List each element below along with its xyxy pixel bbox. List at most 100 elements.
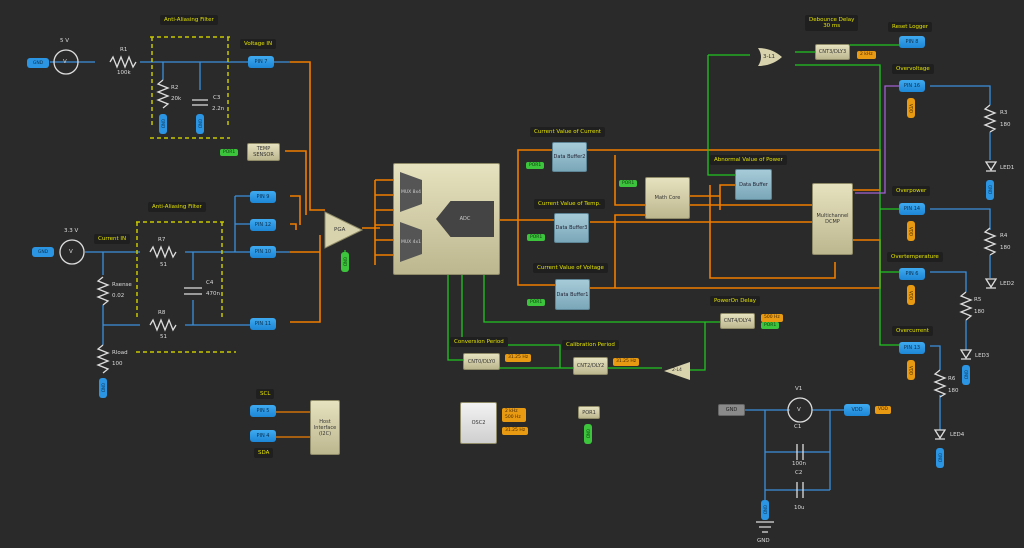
rload-value: 100 [112, 361, 123, 367]
osc-freq-a: 2 kHz 500 Hz [502, 408, 526, 422]
r1-value: 100k [117, 70, 131, 76]
r4-value: 180 [1000, 245, 1011, 251]
pin-10[interactable]: PIN 10 [250, 246, 276, 258]
cnt0-block[interactable]: CNT0/DLY0 [463, 353, 500, 370]
gnd-pin-3v3[interactable]: GND [32, 247, 54, 257]
label-voltage-in: Voltage IN [240, 39, 277, 49]
cnt4-block[interactable]: CNT4/DLY4 [720, 313, 755, 329]
led4-name: LED4 [950, 432, 965, 438]
pin-8[interactable]: PIN 8 [899, 36, 925, 48]
gnd-led3[interactable]: GND [962, 365, 970, 385]
label-cur-current: Current Value of Current [530, 127, 605, 137]
pin-11[interactable]: PIN 11 [250, 318, 276, 330]
r7-name: R7 [158, 237, 166, 243]
label-cur-temp: Current Value of Temp. [534, 199, 605, 209]
analog-wires [50, 61, 991, 505]
led2-name: LED2 [1000, 281, 1015, 287]
pin-vdd[interactable]: VDD [844, 404, 870, 416]
r6-value: 180 [948, 388, 959, 394]
label-overcurrent: Overcurrent [892, 326, 933, 336]
osc2-block[interactable]: OSC2 [460, 402, 497, 444]
multichannel-dcmp-block[interactable]: Multichannel DCMP [812, 183, 853, 255]
gnd-led1[interactable]: GND [986, 180, 994, 200]
label-overvoltage: Overvoltage [892, 64, 934, 74]
cnt0-freq: 31.25 Hz [505, 354, 532, 362]
label-poweron: PowerOn Delay [710, 296, 760, 306]
por-tag-buf2: POR1 [526, 162, 545, 169]
source-v1-circle [787, 397, 813, 423]
data-buffer3[interactable]: Data Buffer3 [554, 213, 589, 243]
c1-value: 100n [792, 461, 806, 467]
data-buffer1[interactable]: Data Buffer1 [555, 279, 590, 310]
vdd-overvoltage[interactable]: VDD [907, 98, 915, 118]
label-overtemp: Overtemperature [887, 252, 943, 262]
pin-6[interactable]: PIN 6 [899, 268, 925, 280]
r2-value: 20k [171, 96, 182, 102]
capacitor-c3-icon [192, 99, 208, 106]
gnd-r2[interactable]: GND [159, 114, 167, 134]
r3-name: R3 [1000, 110, 1008, 116]
pin-13[interactable]: PIN 13 [899, 342, 925, 354]
r8-name: R8 [158, 310, 166, 316]
por-block[interactable]: POR1 [578, 406, 600, 419]
gnd-supply[interactable]: GND [761, 500, 769, 520]
capacitor-c4-icon [184, 287, 202, 295]
pin-7[interactable]: PIN 7 [248, 56, 274, 68]
resistor-r7-icon [149, 245, 177, 259]
label-sda: SDA [254, 448, 274, 458]
pin-9[interactable]: PIN 9 [250, 191, 276, 203]
c3-value: 2.2n [212, 106, 225, 112]
lut1-gate [758, 48, 782, 66]
gnd-led4[interactable]: GND [936, 448, 944, 468]
resistor-r1-icon [109, 55, 137, 69]
cnt3-block[interactable]: CNT3/DLY3 [815, 44, 850, 60]
gnd-pga[interactable]: GND [341, 252, 349, 272]
gnd-block[interactable]: GND [718, 404, 745, 416]
gnd-rload[interactable]: GND [99, 378, 107, 398]
source-5v-label: 5 V [60, 38, 70, 44]
rsense-value: 0.02 [112, 293, 125, 299]
pin-4[interactable]: PIN 4 [250, 430, 276, 442]
gnd-por[interactable]: GND [584, 424, 592, 444]
lut4-label: 2-L4 [672, 368, 682, 373]
cnt2-freq: 31.25 Hz [613, 358, 640, 366]
c4-value: 470n [206, 291, 220, 297]
vdd-tag: VDD [875, 406, 892, 414]
pga-triangle [324, 211, 364, 249]
components [53, 49, 998, 533]
r2-name: R2 [171, 85, 179, 91]
dashed-boxes [136, 36, 236, 353]
c4-name: C4 [206, 280, 214, 286]
vdd-overtemp[interactable]: VDD [907, 285, 915, 305]
resistor-r5-icon [959, 291, 973, 321]
temp-sensor-block[interactable]: TEMP SENSOR [247, 143, 280, 161]
vdd-overpower[interactable]: VDD [907, 221, 915, 241]
gnd-c3[interactable]: GND [196, 114, 204, 134]
pin-12[interactable]: PIN 12 [250, 219, 276, 231]
source-v1-label: V1 [795, 386, 803, 392]
pin-5[interactable]: PIN 5 [250, 405, 276, 417]
vdd-overcurrent[interactable]: VDD [907, 360, 915, 380]
rload-name: Rload [112, 350, 128, 356]
cnt2-block[interactable]: CNT2/DLY2 [573, 357, 608, 375]
gnd-pin-5v[interactable]: GND [27, 58, 49, 68]
pin-14[interactable]: PIN 14 [899, 203, 925, 215]
pin-16[interactable]: PIN 16 [899, 80, 925, 92]
ground-label: GND [757, 538, 770, 544]
r1-name: R1 [120, 47, 128, 53]
mux1-block: MUX 8x4 [400, 172, 422, 212]
resistor-r3-icon [983, 104, 997, 133]
math-core-block[interactable]: Math Core [645, 177, 690, 219]
label-aaf2: Anti-Aliasing Filter [148, 202, 206, 212]
host-interface-block[interactable]: Host Interface (I2C) [310, 400, 340, 455]
rsense-name: Rsense [112, 282, 132, 288]
logic-wires [344, 44, 900, 371]
adc-block[interactable]: MUX 8x4 MUX 4x1 ADC [393, 163, 500, 275]
data-buffer2[interactable]: Data Buffer2 [552, 142, 587, 172]
data-buffer-abnormal[interactable]: Data Buffer [735, 169, 772, 200]
source-v1-symbol: V [797, 407, 801, 413]
label-overpower: Overpower [892, 186, 931, 196]
label-abnormal: Abnormal Value of Power [710, 155, 787, 165]
led1-name: LED1 [1000, 165, 1015, 171]
